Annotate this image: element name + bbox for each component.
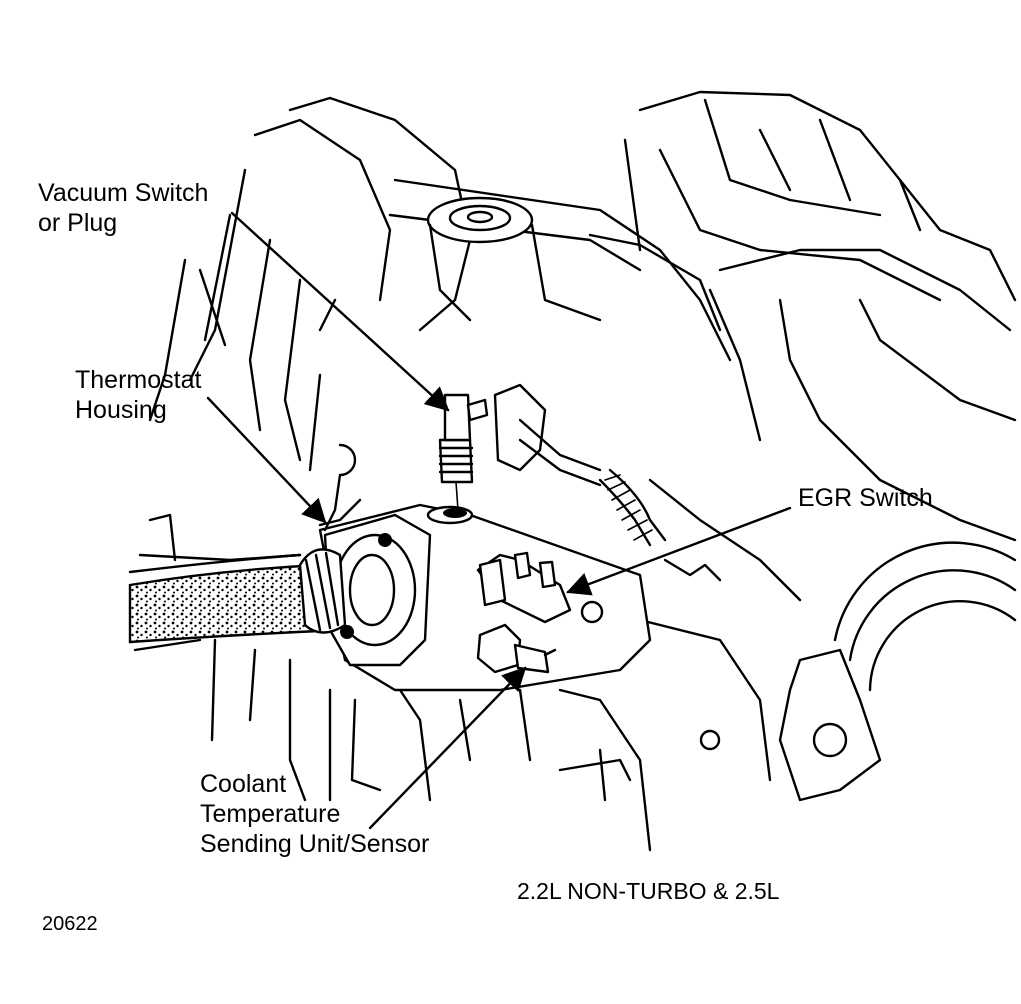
egr-wiring xyxy=(493,383,667,547)
coolant-sensor xyxy=(476,623,557,674)
egr-switch-label: EGR Switch xyxy=(798,483,933,513)
engine-block-right xyxy=(558,478,1017,852)
egr-switch-arrow xyxy=(566,506,792,596)
egr-switch xyxy=(476,551,604,624)
coolant-sensor-label-line1: Coolant xyxy=(200,770,287,798)
coolant-sensor-label: Coolant Temperature Sending Unit/Sensor xyxy=(200,769,429,859)
coolant-sensor-label-line3: Sending Unit/Sensor xyxy=(200,830,430,858)
leader-arrows xyxy=(206,211,792,830)
vacuum-switch-label-line2: or Plug xyxy=(38,209,118,237)
thermostat-housing-label-line2: Housing xyxy=(75,396,167,424)
radiator-hose xyxy=(128,553,342,644)
coolant-sensor-label-line2: Temperature xyxy=(200,800,341,828)
model-caption: 2.2L NON-TURBO & 2.5L xyxy=(517,878,780,904)
egr-switch-label-line1: EGR Switch xyxy=(798,484,933,512)
coolant-sensor-arrow xyxy=(368,666,527,830)
thermostat-housing-label: Thermostat Housing xyxy=(75,365,201,425)
vacuum-switch-label: Vacuum Switch or Plug xyxy=(38,178,208,238)
thermostat-housing xyxy=(298,443,652,692)
vacuum-switch-label-line1: Vacuum Switch xyxy=(38,179,209,207)
vacuum-switch xyxy=(438,393,489,511)
figure-number: 20622 xyxy=(42,913,98,935)
valve-cover xyxy=(388,90,1017,542)
thermostat-housing-arrow xyxy=(206,396,327,524)
cylinder-head-outline xyxy=(148,96,472,472)
vacuum-switch-arrow xyxy=(230,211,450,412)
thermostat-housing-label-line1: Thermostat xyxy=(75,366,202,394)
